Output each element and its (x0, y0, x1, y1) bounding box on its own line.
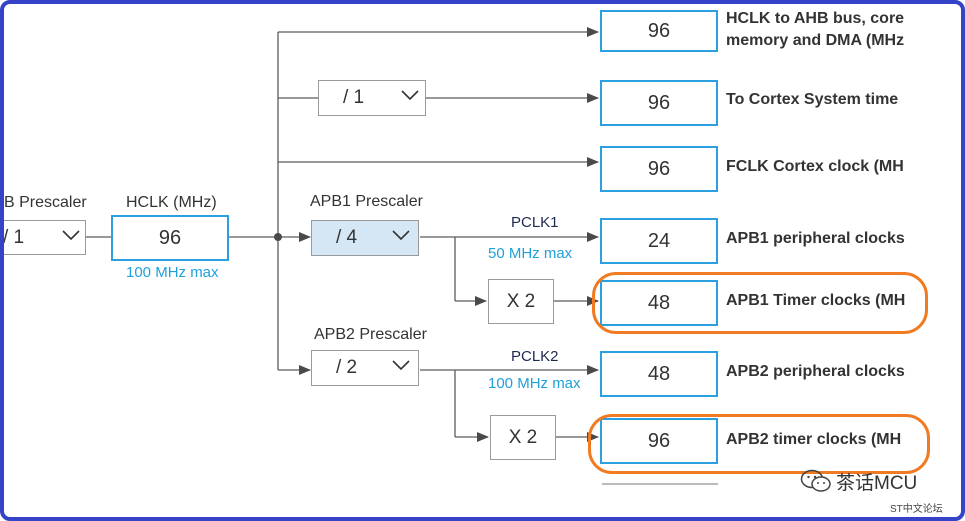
output-hclk-ahb-label-line2: memory and DMA (MHz (726, 32, 905, 49)
cortex-timer-prescaler-dropdown[interactable]: / 1 (318, 80, 426, 116)
apb1-timer-multiplier: X 2 (488, 279, 554, 324)
watermark: 茶话MCU ST中文论坛 (800, 466, 960, 516)
output-hclk-ahb-label-line1: HCLK to AHB bus, core (726, 10, 905, 27)
junction-dot (274, 233, 282, 241)
hclk-label: HCLK (MHz) (126, 194, 217, 211)
ahb-prescaler-dropdown[interactable]: / 1 (0, 220, 86, 255)
chevron-down-icon (392, 360, 410, 371)
apb1-prescaler-value: / 4 (336, 227, 358, 248)
output-hclk-ahb-label: HCLK to AHB bus, core memory and DMA (MH… (726, 10, 919, 54)
cortex-timer-prescaler-value: / 1 (343, 87, 365, 108)
apb2-prescaler-label: APB2 Prescaler (314, 326, 427, 343)
output-apb1-peripheral-value[interactable]: 24 (600, 218, 718, 264)
pclk2-max-label: 100 MHz max (488, 375, 581, 392)
pclk1-label: PCLK1 (511, 214, 559, 231)
chevron-down-icon (401, 90, 419, 101)
output-cortex-timer-value[interactable]: 96 (600, 80, 718, 126)
output-fclk-value[interactable]: 96 (600, 146, 718, 192)
wechat-icon (800, 469, 831, 492)
chevron-down-icon (62, 230, 80, 241)
ahb-prescaler-label: B Prescaler (4, 194, 87, 211)
apb2-prescaler-value: / 2 (336, 357, 358, 378)
pclk1-max-label: 50 MHz max (488, 245, 573, 262)
apb2-prescaler-dropdown[interactable]: / 2 (311, 350, 419, 386)
pclk2-label: PCLK2 (511, 348, 559, 365)
chevron-down-icon (392, 230, 410, 241)
hclk-input[interactable]: 96 (111, 215, 229, 261)
output-apb1-peripheral-label: APB1 peripheral clocks (726, 230, 905, 247)
output-fclk-label: FCLK Cortex clock (MH (726, 158, 904, 175)
output-cortex-timer-label: To Cortex System time (726, 91, 899, 108)
output-apb1-timer-label: APB1 Timer clocks (MH (726, 292, 906, 309)
apb2-timer-multiplier: X 2 (490, 415, 556, 460)
watermark-subtext: ST中文论坛 (890, 504, 943, 515)
apb1-prescaler-label: APB1 Prescaler (310, 193, 423, 210)
watermark-text: 茶话MCU (836, 473, 918, 494)
output-apb1-timer-value[interactable]: 48 (600, 280, 718, 326)
output-apb2-peripheral-label: APB2 peripheral clocks (726, 363, 905, 380)
ahb-prescaler-value: / 1 (3, 227, 25, 248)
output-hclk-ahb-value[interactable]: 96 (600, 10, 718, 52)
apb1-prescaler-dropdown[interactable]: / 4 (311, 220, 419, 256)
output-apb2-timer-label: APB2 timer clocks (MH (726, 431, 902, 448)
hclk-max-label: 100 MHz max (126, 264, 219, 281)
output-apb2-timer-value[interactable]: 96 (600, 418, 718, 464)
output-apb2-peripheral-value[interactable]: 48 (600, 351, 718, 397)
